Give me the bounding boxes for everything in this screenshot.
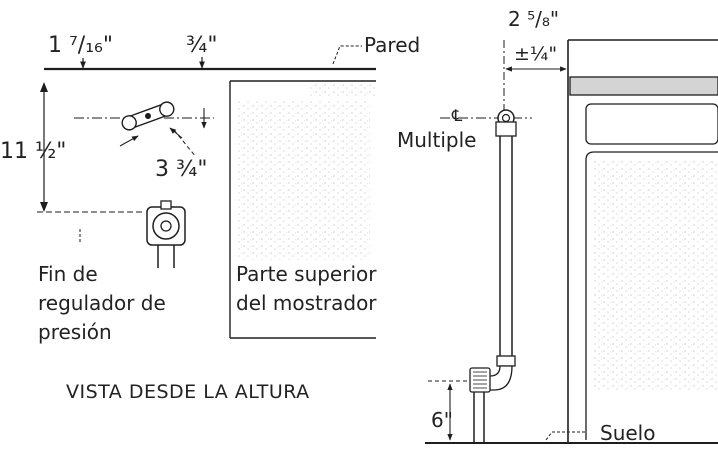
wall-leader [332,45,362,65]
regulator-label-line2: regulador de [38,291,166,315]
dim-vertical-label: 11 ½" [0,139,66,164]
wall-label: Pared [364,33,420,57]
dim-tolerance-label: ±¼" [514,43,557,65]
pressure-regulator [146,200,186,268]
view-caption: VISTA DESDE LA ALTURA [66,381,310,403]
side-view: 2 ⁵/₈" ±¼" ℄ Multiple 6" [397,7,718,445]
gas-pipe [469,109,517,442]
dim-top-mid: ¾" [186,33,217,58]
appliance [567,39,718,442]
manifold-label: Multiple [397,128,476,152]
counter-label-line2: del mostrador [236,291,377,315]
dim-height-label: 6" [431,408,453,432]
dim-top-left: 1 ⁷/₁₆" [48,33,113,58]
floor-leader [545,431,586,441]
dim-manifold-label: 3 ¾" [155,157,207,182]
centerline-symbol: ℄ [451,106,463,125]
dim-manifold-arrow-left [119,135,139,147]
wall-shading [310,79,376,97]
dim-top-label: 2 ⁵/₈" [508,7,559,31]
floor-label: Suelo [600,421,655,445]
counter-label-line1: Parte superior [236,262,377,286]
dim-vertical-arrow-top [40,82,48,92]
top-view: 1 ⁷/₁₆" ¾" Pared 11 ½" 3 ¾" [0,33,420,403]
manifold-top-view [121,101,175,131]
regulator-label-line3: presión [38,320,112,344]
countertop [229,80,376,339]
regulator-label-line1: Fin de [38,262,98,286]
dim-manifold-extension [173,129,197,158]
dim-vertical-arrow-bottom [40,202,48,212]
